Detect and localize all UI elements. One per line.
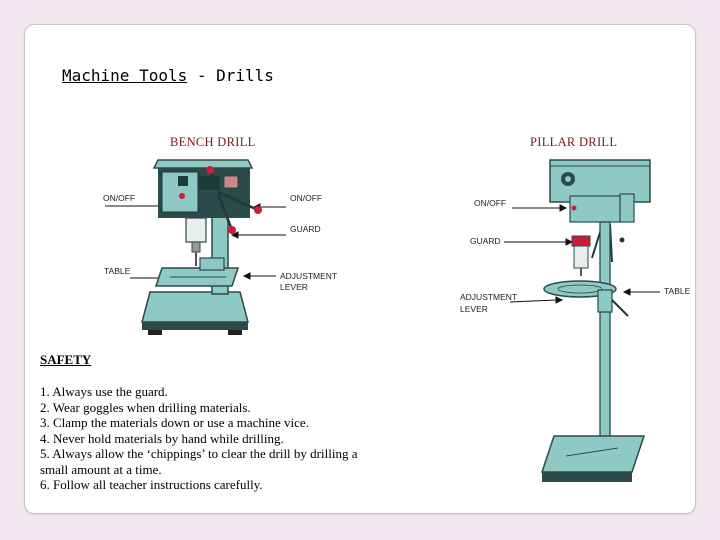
safety-rule: 6. Follow all teacher instructions caref…	[40, 477, 263, 492]
pillar-label-adjustment: ADJUSTMENT	[460, 292, 518, 302]
safety-rule: 2. Wear goggles when drilling materials.	[40, 399, 251, 415]
safety-rules-list: 1. Always use the guard. 2. Wear goggles…	[40, 384, 410, 493]
pillar-label-guard: GUARD	[470, 236, 501, 246]
slide-title: Machine Tools - Drills	[62, 66, 274, 85]
bench-label-adjustment: ADJUSTMENT	[280, 271, 338, 281]
safety-rule: small amount at a time.	[40, 461, 162, 477]
safety-rule: 5. Always allow the ‘chippings’ to clear…	[40, 446, 358, 461]
pillar-drill-illustration	[504, 159, 660, 482]
title-underlined: Machine Tools	[62, 66, 188, 85]
bench-label-on-off-right: ON/OFF	[290, 193, 323, 203]
pillar-label-on-off: ON/OFF	[474, 198, 507, 208]
safety-rule: 1. Always use the guard.	[40, 384, 168, 399]
title-rest: - Drills	[187, 66, 274, 85]
pillar-label-lever: LEVER	[460, 304, 488, 314]
bench-drill-illustration	[105, 159, 286, 335]
safety-heading: SAFETY	[40, 352, 92, 367]
bench-label-table: TABLE	[104, 266, 131, 276]
safety-rule: 4. Never hold materials by hand while dr…	[40, 430, 284, 446]
bench-drill-caption: BENCH DRILL	[170, 135, 256, 149]
bench-label-on-off-left: ON/OFF	[103, 193, 136, 203]
pillar-label-table: TABLE	[664, 286, 691, 296]
bench-label-lever: LEVER	[280, 282, 308, 292]
safety-rule: 3. Clamp the materials down or use a mac…	[40, 415, 309, 430]
slide-panel	[24, 24, 696, 514]
bench-label-guard: GUARD	[290, 224, 321, 234]
pillar-drill-caption: PILLAR DRILL	[530, 135, 618, 149]
